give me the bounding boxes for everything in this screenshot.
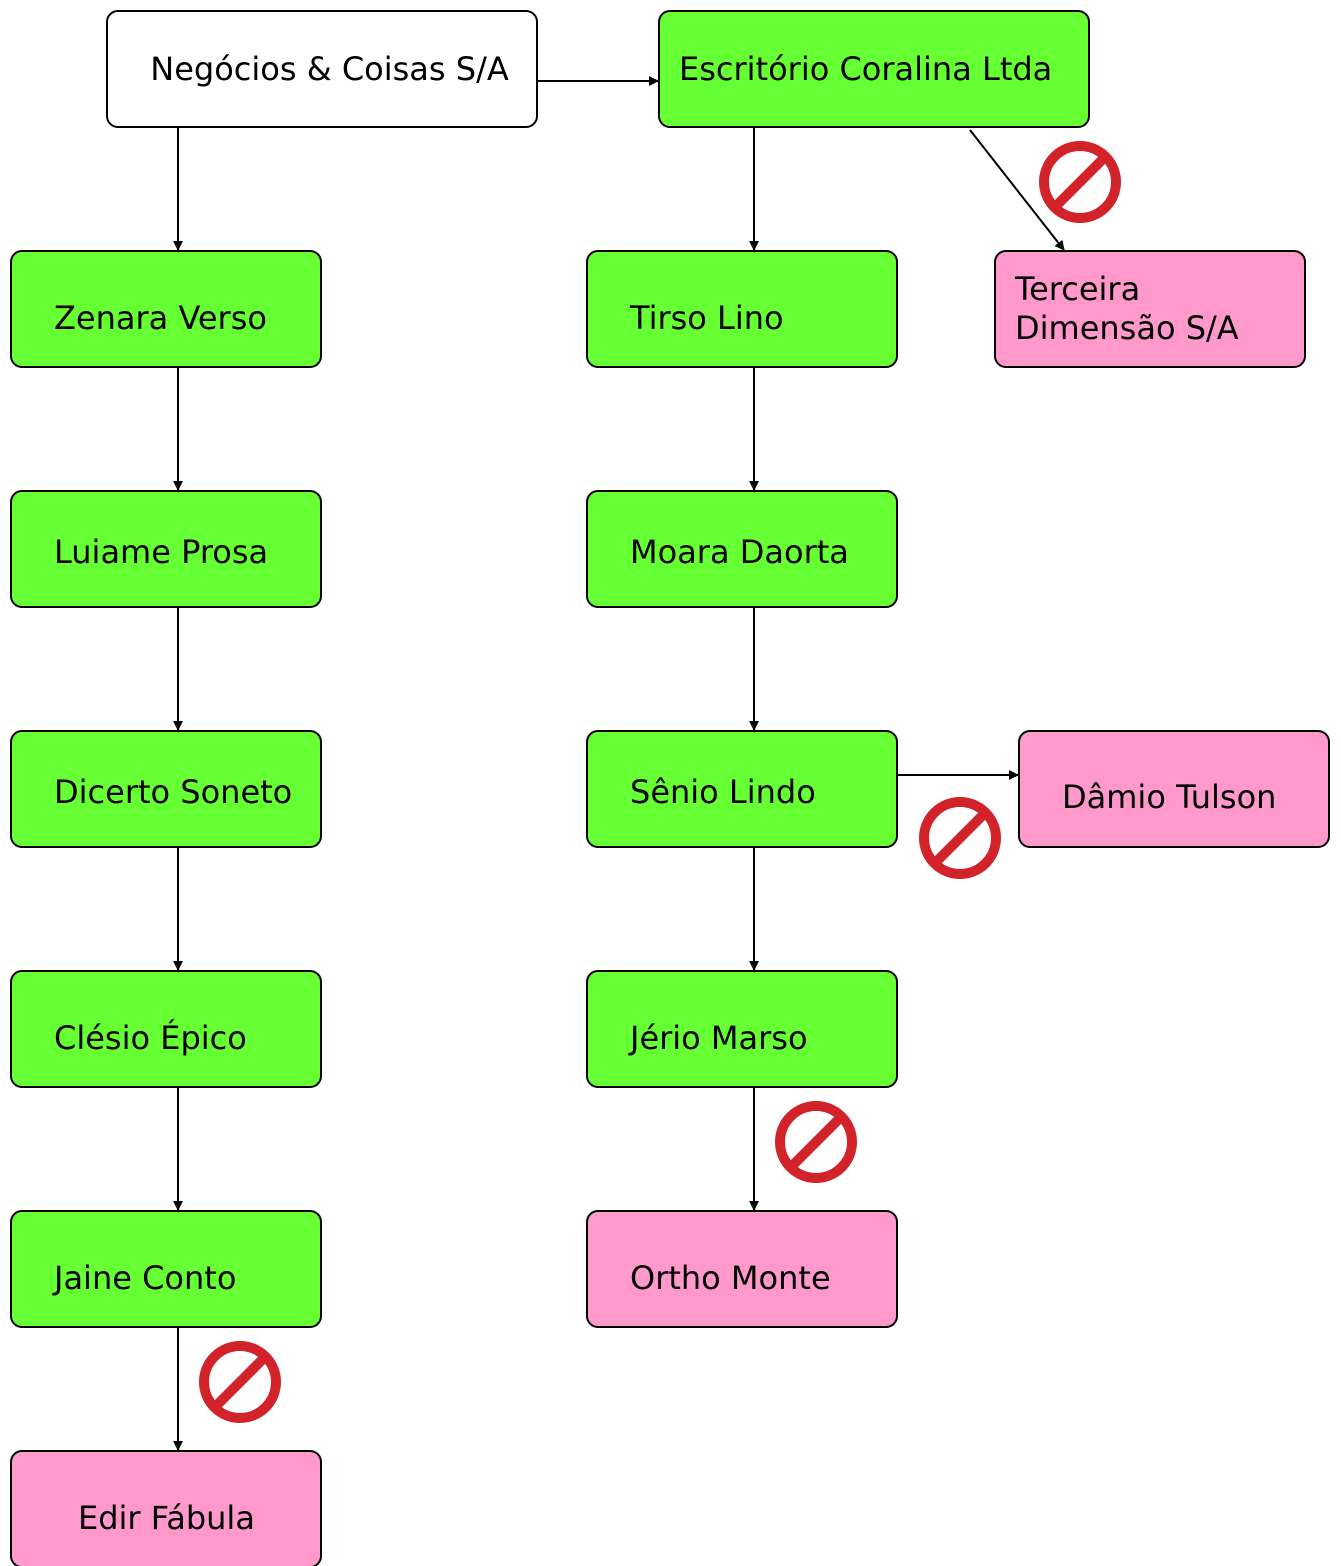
node-label: Luiame Prosa xyxy=(54,532,269,571)
node-dicerto-soneto: Dicerto Soneto xyxy=(10,730,322,848)
node-label: Edir Fábula xyxy=(78,1498,255,1537)
node-label: Zenara Verso xyxy=(54,298,267,337)
node-label: Escritório Coralina Ltda xyxy=(679,49,1053,88)
node-label: Ortho Monte xyxy=(630,1258,831,1297)
node-zenara-verso: Zenara Verso xyxy=(10,250,322,368)
node-edir-fabula: Edir Fábula xyxy=(10,1450,322,1566)
node-ortho-monte: Ortho Monte xyxy=(586,1210,898,1328)
node-jaine-conto: Jaine Conto xyxy=(10,1210,322,1328)
node-damio-tulson: Dâmio Tulson xyxy=(1018,730,1330,848)
prohibited-icon xyxy=(199,1341,281,1423)
node-negocios-coisas: Negócios & Coisas S/A xyxy=(106,10,538,128)
prohibited-icon xyxy=(775,1101,857,1183)
node-senio-lindo: Sênio Lindo xyxy=(586,730,898,848)
node-luiame-prosa: Luiame Prosa xyxy=(10,490,322,608)
node-label: Dicerto Soneto xyxy=(54,772,293,811)
node-label: Sênio Lindo xyxy=(630,772,816,811)
node-escritorio-coralina: Escritório Coralina Ltda xyxy=(658,10,1090,128)
node-terceira-dimensao: Terceira Dimensão S/A xyxy=(994,250,1306,368)
connector-coralina-to-terceira xyxy=(969,129,1065,251)
node-jerio-marso: Jério Marso xyxy=(586,970,898,1088)
prohibited-icon xyxy=(919,797,1001,879)
node-label: Dâmio Tulson xyxy=(1062,777,1277,816)
node-tirso-lino: Tirso Lino xyxy=(586,250,898,368)
node-label: Tirso Lino xyxy=(630,298,784,337)
prohibited-icon xyxy=(1039,141,1121,223)
node-moara-daorta: Moara Daorta xyxy=(586,490,898,608)
node-label: Terceira Dimensão S/A xyxy=(1015,270,1239,347)
node-label: Clésio Épico xyxy=(54,1018,247,1057)
node-label: Jério Marso xyxy=(630,1018,808,1057)
node-label: Jaine Conto xyxy=(54,1258,237,1297)
node-label: Moara Daorta xyxy=(630,532,849,571)
node-label: Negócios & Coisas S/A xyxy=(150,49,509,88)
node-clesio-epico: Clésio Épico xyxy=(10,970,322,1088)
